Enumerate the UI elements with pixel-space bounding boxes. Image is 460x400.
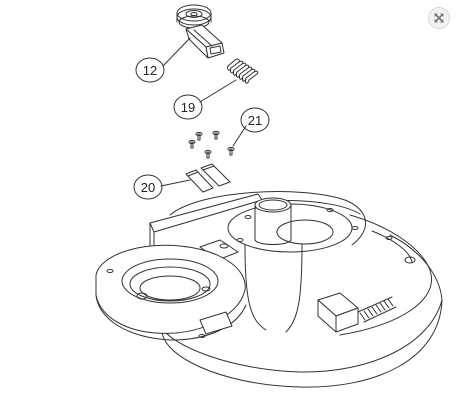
part-20-plates (185, 163, 231, 193)
close-icon (434, 13, 444, 23)
part-21-screws (188, 130, 235, 159)
callout-19 (173, 94, 203, 120)
leader-lines (160, 37, 247, 187)
callout-21-label: 21 (248, 113, 262, 128)
callout-19-label: 19 (181, 100, 195, 115)
callout-20 (133, 174, 163, 200)
close-button[interactable] (428, 7, 450, 29)
base-housing (95, 191, 443, 388)
part-12-pulley-bracket (176, 4, 225, 59)
callout-21 (240, 107, 270, 133)
callout-12 (135, 57, 165, 83)
callout-12-label: 12 (143, 63, 157, 78)
callout-20-label: 20 (141, 180, 155, 195)
part-19-spring (226, 58, 259, 84)
